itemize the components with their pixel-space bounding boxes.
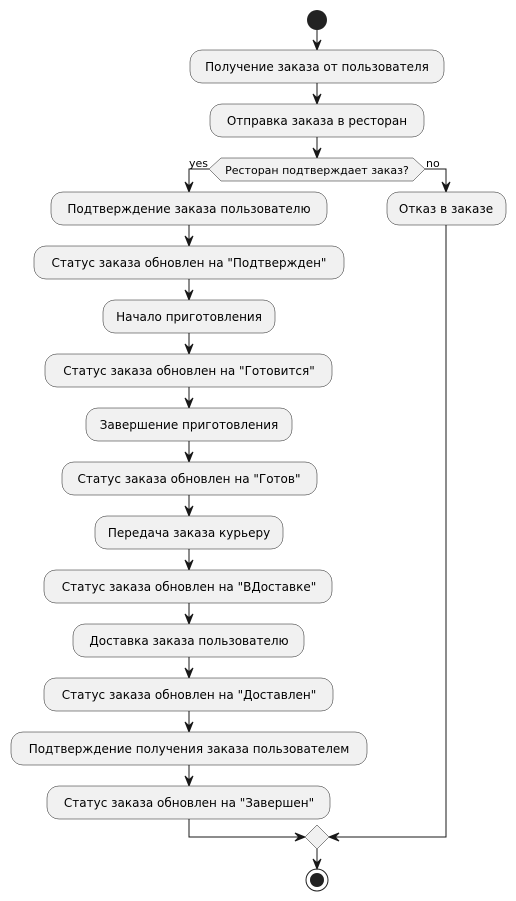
edge-arrow-3 bbox=[184, 181, 194, 194]
step-status-ready: Статус заказа обновлен на "Готов" bbox=[61, 461, 318, 496]
step-status-ready-label: Статус заказа обновлен на "Готов" bbox=[78, 472, 301, 486]
step-start-cooking: Начало приготовления bbox=[102, 299, 276, 334]
step-confirm-to-user-label: Подтверждение заказа пользователю bbox=[67, 202, 310, 216]
step-user-confirms-receipt: Подтверждение получения заказа пользоват… bbox=[10, 731, 368, 766]
edge-arrow-6 bbox=[184, 289, 194, 302]
step-finish-cooking-label: Завершение приготовления bbox=[100, 418, 279, 432]
step-status-confirmed-label: Статус заказа обновлен на "Подтвержден" bbox=[52, 256, 327, 270]
edge-arrow-14 bbox=[184, 721, 194, 734]
step-status-delivered-label: Статус заказа обновлен на "Доставлен" bbox=[62, 688, 317, 702]
edge-line-4 bbox=[425, 168, 447, 192]
start-node bbox=[307, 10, 327, 30]
step-status-completed-label: Статус заказа обновлен на "Завершен" bbox=[64, 796, 314, 810]
edge-arrow-1 bbox=[312, 93, 322, 106]
edge-arrow-13 bbox=[184, 667, 194, 680]
end-node bbox=[305, 868, 329, 892]
decision-question: Ресторан подтверждает заказ? bbox=[225, 164, 409, 177]
branch-label-yes: yes bbox=[189, 157, 208, 170]
edge-arrow-5 bbox=[184, 235, 194, 248]
edge-line-3 bbox=[188, 168, 209, 192]
edge-arrow-11 bbox=[184, 559, 194, 572]
edge-arrow-4 bbox=[441, 181, 451, 194]
edge-arrow-18 bbox=[312, 858, 322, 871]
branch-label-no: no bbox=[426, 157, 440, 170]
edge-arrow-12 bbox=[184, 613, 194, 626]
step-status-in-delivery-label: Статус заказа обновлен на "ВДоставке" bbox=[62, 580, 316, 594]
step-hand-to-courier-label: Передача заказа курьеру bbox=[108, 526, 270, 540]
step-status-cooking: Статус заказа обновлен на "Готовится" bbox=[44, 353, 333, 388]
edge-arrow-2 bbox=[312, 147, 322, 160]
step-status-cooking-label: Статус заказа обновлен на "Готовится" bbox=[63, 364, 315, 378]
edge-arrow-8 bbox=[184, 397, 194, 410]
edge-arrow-10 bbox=[184, 505, 194, 518]
step-start-cooking-label: Начало приготовления bbox=[116, 310, 262, 324]
edge-line-16 bbox=[188, 819, 305, 838]
edge-arrow-7 bbox=[184, 343, 194, 356]
edge-arrow-17 bbox=[327, 832, 340, 842]
step-receive-order: Получение заказа от пользователя bbox=[189, 49, 445, 84]
edge-arrow-15 bbox=[184, 775, 194, 788]
edge-arrow-0 bbox=[312, 39, 322, 52]
diagram-edges bbox=[184, 30, 451, 871]
edge-arrow-9 bbox=[184, 451, 194, 464]
step-receive-order-label: Получение заказа от пользователя bbox=[205, 60, 429, 74]
merge-node bbox=[304, 824, 330, 850]
step-finish-cooking: Завершение приготовления bbox=[85, 407, 293, 442]
edge-line-17 bbox=[329, 225, 447, 838]
step-deliver-to-user-label: Доставка заказа пользователю bbox=[89, 634, 288, 648]
step-status-in-delivery: Статус заказа обновлен на "ВДоставке" bbox=[43, 569, 333, 604]
decision-restaurant-confirms: Ресторан подтверждает заказ? bbox=[208, 157, 426, 182]
step-status-completed: Статус заказа обновлен на "Завершен" bbox=[46, 785, 331, 820]
step-send-to-restaurant: Отправка заказа в ресторан bbox=[209, 103, 425, 138]
step-status-confirmed: Статус заказа обновлен на "Подтвержден" bbox=[33, 245, 345, 280]
edge-arrow-16 bbox=[294, 832, 307, 842]
step-order-rejected: Отказ в заказе bbox=[386, 191, 507, 226]
step-send-to-restaurant-label: Отправка заказа в ресторан bbox=[227, 114, 407, 128]
step-deliver-to-user: Доставка заказа пользователю bbox=[72, 623, 305, 658]
step-user-confirms-receipt-label: Подтверждение получения заказа пользоват… bbox=[29, 742, 350, 756]
step-hand-to-courier: Передача заказа курьеру bbox=[94, 515, 284, 550]
step-confirm-to-user: Подтверждение заказа пользователю bbox=[50, 191, 328, 226]
step-order-rejected-label: Отказ в заказе bbox=[399, 202, 493, 216]
step-status-delivered: Статус заказа обновлен на "Доставлен" bbox=[43, 677, 334, 712]
